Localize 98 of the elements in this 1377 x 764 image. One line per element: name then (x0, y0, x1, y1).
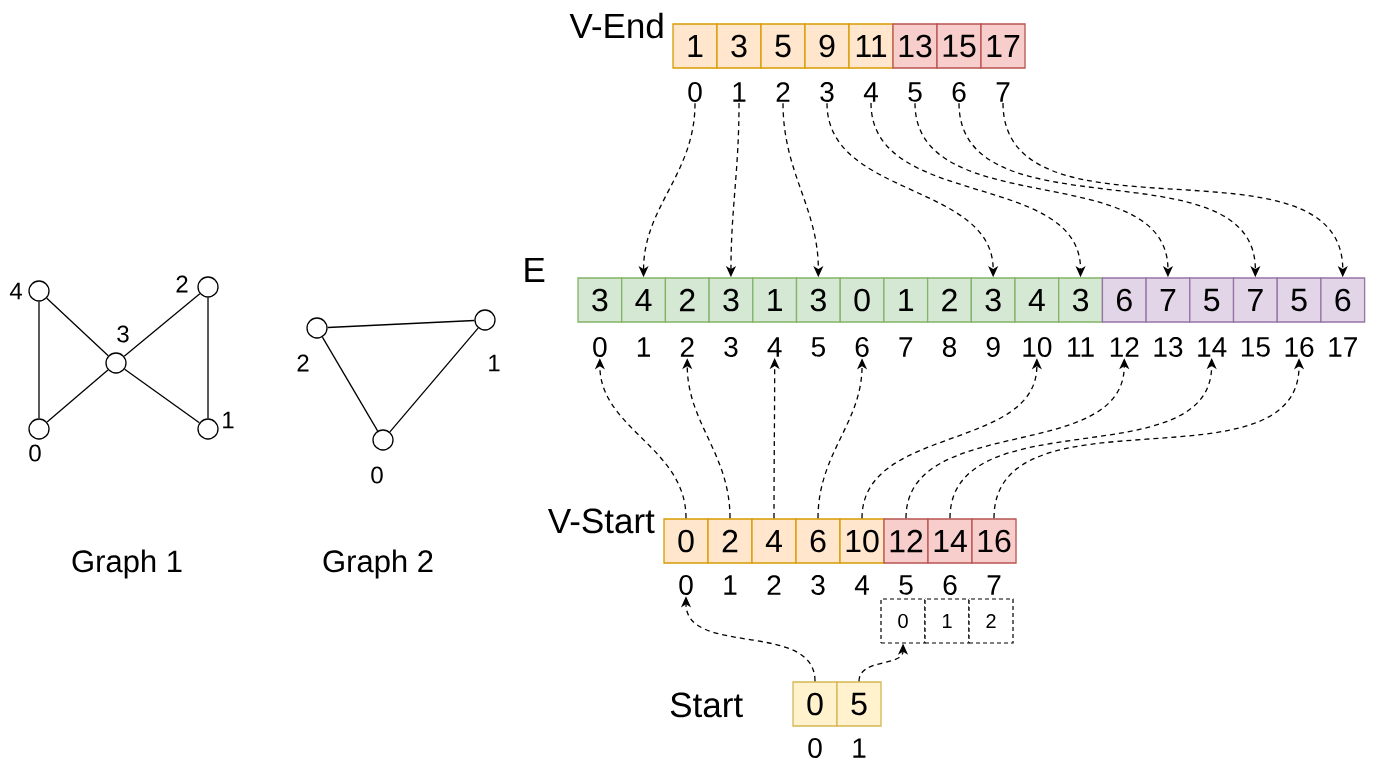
array-cell: 1 (672, 23, 718, 69)
index-label: 16 (1285, 337, 1314, 357)
graph-edge (207, 297, 209, 419)
index-label: 1 (853, 738, 866, 758)
array-cell: 11 (848, 23, 894, 69)
array-cell: 0 (663, 518, 709, 564)
index-label: 17 (1329, 337, 1357, 357)
graph-edge (124, 368, 200, 424)
graph-edge (46, 369, 109, 423)
graph-edge (321, 336, 379, 432)
array-cell: 3 (1058, 277, 1104, 323)
vertex-label: 0 (29, 444, 41, 462)
array-cell: 6 (1101, 277, 1147, 323)
array-cell: 12 (883, 518, 929, 564)
array-cell: 7 (1145, 277, 1191, 323)
index-label: 8 (942, 337, 957, 357)
array-cell: 1 (752, 277, 798, 323)
index-label: 4 (863, 82, 878, 102)
index-label: 0 (593, 337, 607, 357)
array-cell: 4 (751, 518, 797, 564)
array-cell: 0 (880, 598, 926, 644)
array-cell: 6 (795, 518, 841, 564)
index-label: 9 (986, 337, 1000, 357)
array-cell: 14 (927, 518, 973, 564)
index-label: 6 (943, 575, 957, 595)
index-label: 3 (811, 575, 825, 595)
array-cell: 0 (792, 681, 838, 727)
index-label: 3 (820, 82, 834, 102)
array-cell: 15 (936, 23, 982, 69)
array-cell: 0 (839, 277, 885, 323)
index-label: 12 (1110, 337, 1139, 357)
array-name: E (525, 257, 545, 282)
array-cell: 2 (664, 277, 710, 323)
graph-edge (123, 293, 201, 357)
array-cell: 2 (707, 518, 753, 564)
index-label: 14 (1198, 337, 1227, 357)
index-label: 13 (1154, 337, 1183, 357)
array-cell: 5 (1189, 277, 1235, 323)
graph-caption: Graph 1 (72, 549, 182, 579)
graph-edge (38, 301, 40, 419)
graph-edge (389, 327, 479, 433)
index-label: 1 (637, 337, 650, 357)
index-label: 0 (688, 82, 702, 102)
array-name: Start (670, 692, 743, 718)
array-cell: 17 (980, 23, 1026, 69)
array-cell: 3 (795, 277, 841, 323)
index-label: 0 (679, 575, 693, 595)
array-cell: 1 (883, 277, 929, 323)
vertex-label: 1 (489, 354, 500, 372)
array-cell: 2 (968, 598, 1014, 644)
vertex-label: 1 (223, 411, 234, 429)
array-cell: 5 (836, 681, 882, 727)
index-label: 1 (724, 575, 737, 595)
graph-caption: Graph 2 (323, 549, 433, 579)
index-label: 4 (767, 337, 782, 357)
vertex-label: 0 (371, 466, 383, 484)
array-name: V-Start (548, 508, 655, 534)
graph-edge (46, 297, 109, 357)
array-cell: 2 (926, 277, 972, 323)
array-cell: 10 (839, 518, 885, 564)
array-cell: 1 (924, 598, 970, 644)
index-label: 15 (1241, 337, 1270, 357)
array-cell: 3 (970, 277, 1016, 323)
index-label: 0 (808, 738, 822, 758)
vertex-label: 4 (9, 282, 22, 300)
array-cell: 3 (708, 277, 754, 323)
index-label: 5 (899, 575, 913, 595)
index-label: 2 (680, 337, 694, 357)
index-label: 2 (776, 82, 790, 102)
array-cell: 16 (971, 518, 1017, 564)
array-cell: 7 (1232, 277, 1278, 323)
array-cell: 3 (577, 277, 623, 323)
array-cell: 4 (1014, 277, 1060, 323)
array-cell: 4 (621, 277, 667, 323)
index-label: 6 (855, 337, 869, 357)
vertex-label: 2 (297, 354, 309, 372)
array-cell: 5 (760, 23, 806, 69)
array-name: V-End (569, 12, 663, 39)
array-cell: 5 (1276, 277, 1322, 323)
index-label: 11 (1068, 337, 1094, 357)
index-label: 6 (952, 82, 966, 102)
index-label: 3 (724, 337, 738, 357)
array-cell: 3 (716, 23, 762, 69)
graph-edge (327, 319, 475, 329)
index-label: 7 (987, 575, 1001, 595)
index-label: 5 (811, 337, 825, 357)
index-label: 1 (733, 82, 746, 102)
index-label: 7 (996, 82, 1010, 102)
index-label: 5 (908, 82, 922, 102)
array-cell: 6 (1320, 277, 1366, 323)
array-cell: 9 (804, 23, 850, 69)
index-label: 4 (854, 575, 869, 595)
vertex-label: 2 (176, 275, 188, 293)
index-label: 7 (899, 337, 913, 357)
vertex-label: 3 (117, 325, 129, 343)
index-label: 2 (767, 575, 781, 595)
index-label: 10 (1023, 337, 1052, 357)
array-cell: 13 (892, 23, 938, 69)
